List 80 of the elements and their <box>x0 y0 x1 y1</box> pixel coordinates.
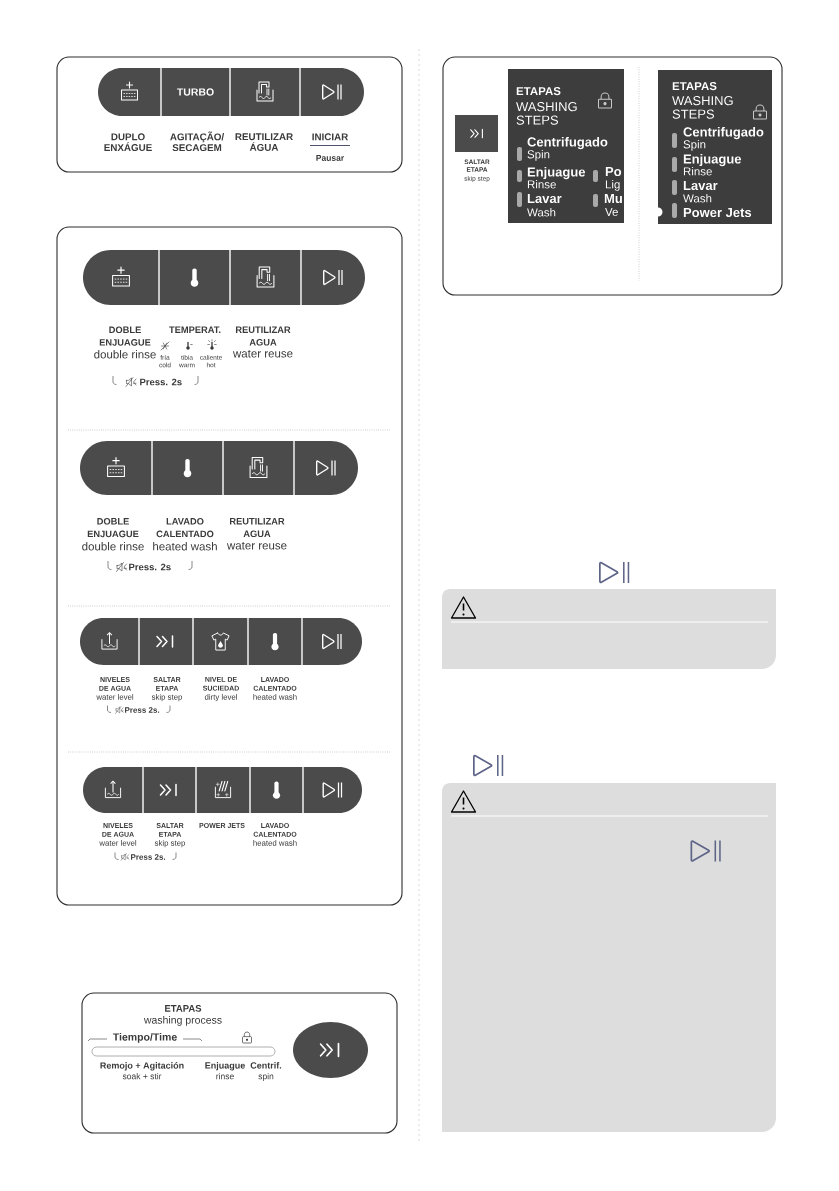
node-label: TURBO <box>176 88 214 96</box>
step-caption: rinse <box>216 1073 234 1080</box>
step-caption: Rinse <box>527 180 556 189</box>
panel-button <box>230 68 300 116</box>
step-caption: soak + stir <box>122 1073 162 1080</box>
warning-box <box>442 783 776 1132</box>
step-name: Centrif. <box>250 1062 282 1069</box>
step-caption: Wash <box>527 208 556 217</box>
step-name: Po <box>605 167 622 177</box>
button-label: REUTILIZAR AGUA <box>236 326 291 346</box>
step-name: Remojo + Agitación <box>100 1062 184 1071</box>
panel-button <box>303 767 362 813</box>
step-name: Enjuague <box>527 167 586 180</box>
panel-button: TURBO <box>161 68 230 116</box>
panel-subtitle: washing process <box>143 1016 222 1026</box>
panel-title: ETAPAS <box>165 1005 202 1012</box>
panel-button <box>250 767 303 813</box>
step-caption: Lig <box>605 180 620 191</box>
press-hint: Press 2s. <box>131 854 166 860</box>
control-panel <box>56 226 403 906</box>
step-name: Power Jets <box>683 208 752 218</box>
press-hint: Press 2s. <box>125 707 160 713</box>
step-caption: Ve <box>605 208 618 217</box>
panel-button <box>302 618 362 665</box>
step-caption: Wash <box>683 194 712 203</box>
button-label: LAVADO CALENTADO <box>156 518 214 538</box>
panel-button <box>143 767 196 813</box>
button-label: DOBLE ENJUAGUE <box>99 326 151 346</box>
skip-button <box>293 1022 368 1078</box>
warning-box <box>442 589 776 669</box>
time-label: Tiempo/Time <box>112 1033 177 1043</box>
step-name: Centrifugado <box>527 137 608 150</box>
step-name: Lavar <box>527 194 562 204</box>
display-subtitle: WASHING STEPS <box>516 102 577 125</box>
panel-button <box>83 767 143 813</box>
button-label: REUTILIZAR ÁGUA <box>235 133 293 151</box>
button-label: AGITAÇÃO/ SECAGEM <box>170 131 225 152</box>
panel-button <box>230 250 301 305</box>
button-label: TEMPERAT. <box>169 326 221 333</box>
control-panel <box>442 56 783 296</box>
button-label: DUPLO ENXÁGUE <box>104 133 152 152</box>
button-label: double rinse <box>82 542 144 551</box>
panel-button <box>248 618 302 665</box>
press-hint: Press. 2s <box>129 563 171 571</box>
step-name: Centrifugado <box>683 127 764 140</box>
panel-button <box>301 250 365 305</box>
display-title: ETAPAS <box>672 82 717 91</box>
button-label: Pausar <box>316 155 345 161</box>
button-label: REUTILIZAR AGUA <box>230 518 285 538</box>
panel-button <box>83 250 159 305</box>
button-label: double rinse <box>94 350 156 359</box>
button-label: INICIAR <box>312 133 349 141</box>
panel-button <box>196 767 250 813</box>
button-label: water reuse <box>226 542 287 550</box>
step-name: Mu <box>604 194 622 204</box>
step-caption: Spin <box>527 150 550 161</box>
panel-button <box>80 441 152 495</box>
control-panel <box>56 56 403 173</box>
panel-button <box>300 68 364 116</box>
step-caption: Spin <box>683 140 706 151</box>
step-name: Lavar <box>683 181 718 191</box>
display-title: ETAPAS <box>516 87 561 96</box>
panel-button <box>159 250 230 305</box>
panel-button <box>80 618 139 665</box>
display-subtitle: WASHING STEPS <box>672 96 733 119</box>
step-caption: spin <box>258 1073 274 1081</box>
step-name: Enjuague <box>683 154 742 167</box>
panel-button <box>152 441 223 495</box>
step-caption: Rinse <box>683 167 712 176</box>
panel-button <box>193 618 248 665</box>
skip-button <box>455 115 498 152</box>
step-name: Enjuague <box>205 1062 245 1071</box>
button-label: water reuse <box>232 350 293 358</box>
panel-button <box>294 441 358 495</box>
button-label: DOBLE ENJUAGUE <box>87 518 139 538</box>
press-hint: Press. 2s <box>140 378 182 386</box>
panel-button <box>98 68 161 116</box>
button-label: heated wash <box>153 542 217 551</box>
panel-button <box>139 618 193 665</box>
panel-button <box>223 441 294 495</box>
